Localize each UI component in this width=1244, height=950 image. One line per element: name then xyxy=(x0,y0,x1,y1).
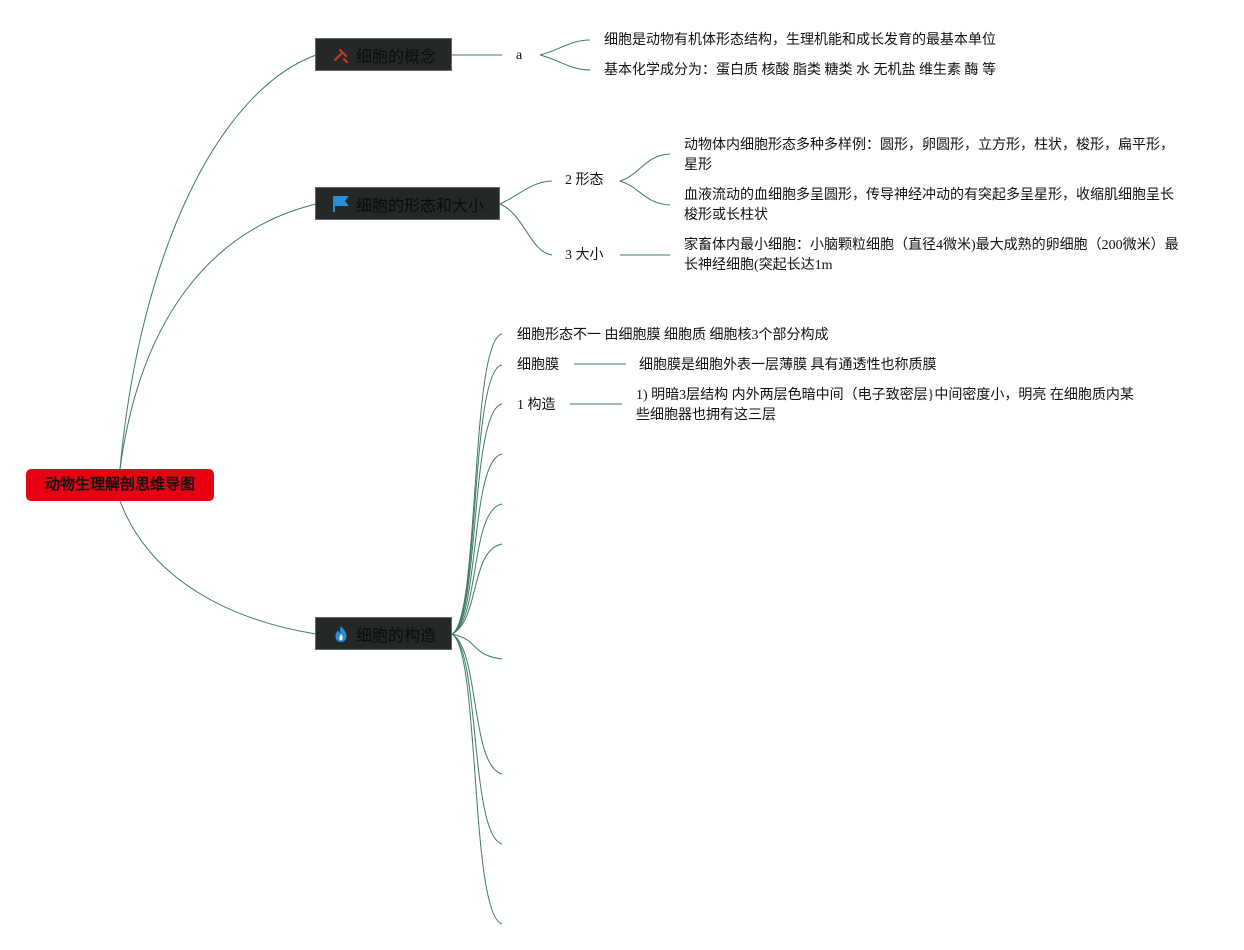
branch-structure-label: 细胞的构造 xyxy=(356,627,437,645)
form-item-1[interactable]: 动物体内细胞形态多种多样例：圆形，卵圆形，立方形，柱状，梭形，扁平形，星形 xyxy=(684,138,1174,173)
link-a-item2 xyxy=(539,54,591,71)
tools-icon xyxy=(333,48,349,63)
shape-size-node[interactable]: 3 大小 xyxy=(565,248,604,263)
structure-membrane[interactable]: 细胞膜 xyxy=(517,358,559,373)
membrane-detail[interactable]: 细胞膜是细胞外表一层薄膜 具有通透性也称质膜 xyxy=(639,358,937,373)
link-root-concept xyxy=(119,54,317,470)
size-item-1[interactable]: 家畜体内最小细胞：小脑颗粒细胞（直径4微米)最大成熟的卵细胞（200微米）最长神… xyxy=(684,238,1179,273)
flag-icon xyxy=(333,195,349,212)
structure-construct[interactable]: 1 构造 xyxy=(517,398,556,413)
branch-concept-label: 细胞的概念 xyxy=(356,48,437,66)
link-shape-size xyxy=(499,203,553,256)
flame-icon xyxy=(335,625,347,642)
link-form-item1 xyxy=(619,153,671,182)
construct-detail[interactable]: 1) 明暗3层结构 内外两层色暗中间（电子致密层}中间密度小，明亮 在细胞质内某… xyxy=(636,388,1134,423)
branch-concept[interactable]: 细胞的概念 xyxy=(315,38,452,71)
link-root-structure xyxy=(119,500,317,635)
concept-item-1[interactable]: 细胞是动物有机体形态结构，生理机能和成长发育的最基本单位 xyxy=(604,33,996,48)
link-a-item1 xyxy=(539,39,591,56)
concept-sub-a[interactable]: a xyxy=(516,48,523,63)
form-item-2[interactable]: 血液流动的血细胞多呈圆形，传导神经冲动的有突起多呈星形，收缩肌细胞呈长梭形或长柱… xyxy=(684,188,1174,223)
branch-structure[interactable]: 细胞的构造 xyxy=(315,617,452,650)
root-node[interactable]: 动物生理解剖思维导图 xyxy=(26,469,214,501)
branch-shape-size[interactable]: 细胞的形态和大小 xyxy=(315,187,500,220)
branch-shape-label: 细胞的形态和大小 xyxy=(356,197,485,215)
structure-intro[interactable]: 细胞形态不一 由细胞膜 细胞质 细胞核3个部分构成 xyxy=(517,328,829,343)
link-root-shape xyxy=(119,203,317,470)
link-shape-form xyxy=(499,180,553,205)
shape-form-node[interactable]: 2 形态 xyxy=(565,173,604,188)
link-form-item2 xyxy=(619,180,671,206)
concept-item-2[interactable]: 基本化学成分为：蛋白质 核酸 脂类 糖类 水 无机盐 维生素 酶 等 xyxy=(604,63,996,78)
